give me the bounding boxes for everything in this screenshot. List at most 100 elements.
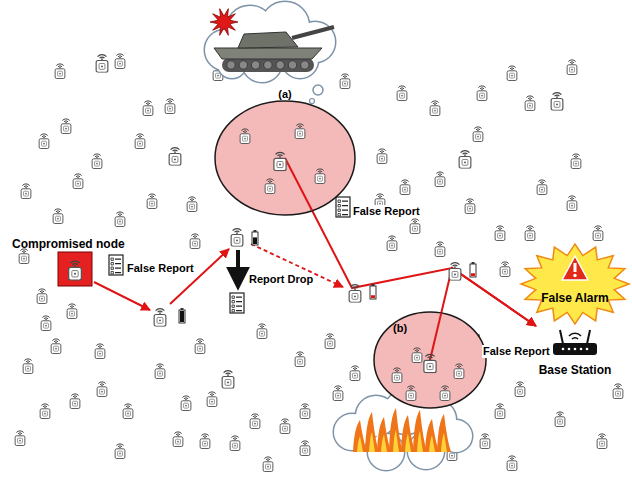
sensor-node — [21, 184, 31, 199]
thought-cloud — [205, 2, 335, 82]
report-arrow — [170, 249, 229, 304]
sensor-node — [537, 180, 547, 195]
sensor-node — [435, 242, 445, 257]
sensor-node — [15, 431, 25, 446]
sensor-node — [295, 124, 305, 139]
event-region-outline — [213, 84, 357, 216]
sensor-node — [69, 261, 82, 280]
false-alarm-burst-outline — [520, 244, 630, 328]
warning-triangle — [562, 256, 588, 280]
report-label: False Report — [482, 345, 551, 358]
sensor-node — [280, 419, 290, 434]
battery-level — [471, 273, 475, 276]
sensor-node — [300, 404, 310, 419]
sensor-node — [597, 434, 607, 449]
sensor-node — [387, 236, 397, 251]
flame-core — [417, 431, 423, 452]
battery-level — [180, 311, 184, 322]
sensor-node — [551, 93, 563, 111]
flame — [377, 417, 391, 452]
sensor-node — [95, 344, 105, 359]
flame-core — [441, 433, 447, 452]
sensor-node — [147, 194, 157, 209]
flame-core — [429, 436, 435, 453]
thought-bubble — [313, 85, 323, 95]
router-light — [574, 348, 577, 351]
sensor-node — [449, 263, 461, 281]
sensor-node — [143, 101, 153, 116]
report-label: Report Drop — [248, 273, 314, 286]
region-outline — [374, 312, 486, 408]
sensor-node — [165, 99, 175, 114]
battery-body — [179, 310, 185, 323]
sensor-node — [525, 96, 535, 111]
sensor-node — [19, 249, 29, 264]
tank-wheel — [227, 61, 235, 69]
sensor-node — [190, 234, 200, 249]
compromised-square — [58, 252, 92, 286]
flame — [425, 419, 439, 452]
report-arrow — [94, 282, 150, 310]
sensor-node — [230, 436, 240, 451]
sensor-node — [515, 382, 525, 397]
sensor-node — [350, 366, 360, 381]
region-path — [285, 158, 312, 211]
node-label: Base Station — [539, 363, 612, 377]
tank-track — [222, 58, 314, 72]
flame-core — [393, 430, 399, 452]
router-light — [580, 348, 583, 351]
sensor-node — [115, 54, 125, 69]
sensor-node — [430, 101, 440, 116]
sensor-node — [410, 219, 420, 234]
battery-body — [252, 232, 258, 245]
node-label: Compromised node — [12, 237, 125, 251]
sensor-node — [23, 359, 33, 374]
report-path — [312, 211, 536, 326]
sensor-node — [480, 434, 490, 449]
flame — [437, 414, 451, 452]
warning-mark — [573, 274, 576, 277]
report-label: False Report — [352, 205, 421, 218]
sensor-node — [41, 316, 51, 331]
sensor-node — [325, 334, 335, 349]
sensor-node — [181, 396, 191, 411]
sensor-node — [40, 404, 50, 419]
sensor-node — [187, 197, 197, 212]
sensor-node — [70, 394, 80, 409]
sensor-node — [571, 154, 581, 169]
sensor-node — [507, 456, 517, 471]
sensor-node — [115, 212, 125, 227]
region-path — [430, 313, 441, 360]
battery-icon — [179, 308, 185, 323]
sensor-node — [263, 457, 273, 472]
sensor-node — [525, 226, 535, 241]
sensor-node — [392, 368, 402, 383]
tank-wheel — [251, 61, 259, 69]
sensor-node — [400, 180, 410, 195]
sensor-node — [495, 404, 505, 419]
sensor-node — [495, 226, 505, 241]
battery-icon — [370, 284, 376, 299]
sensor-node — [300, 441, 310, 456]
sensor-node — [39, 134, 49, 149]
router-light — [586, 348, 589, 351]
sensor-node — [315, 169, 325, 184]
tank-wheel — [288, 61, 296, 69]
tank-turret — [238, 32, 298, 48]
battery-level — [253, 237, 257, 244]
sensor-node — [55, 64, 65, 79]
sensor-node — [424, 354, 436, 372]
sensor-node — [173, 432, 183, 447]
battery-icon — [252, 230, 258, 245]
region-path — [285, 158, 312, 211]
flame-core — [381, 435, 387, 453]
sensor-node — [435, 172, 445, 187]
sensor-node — [555, 412, 565, 427]
sensor-node — [349, 285, 361, 303]
tank-wheel — [239, 61, 247, 69]
sensor-node — [377, 149, 387, 164]
sensor-node — [61, 119, 71, 134]
sensor-node — [440, 386, 450, 401]
report-icon — [336, 197, 350, 217]
